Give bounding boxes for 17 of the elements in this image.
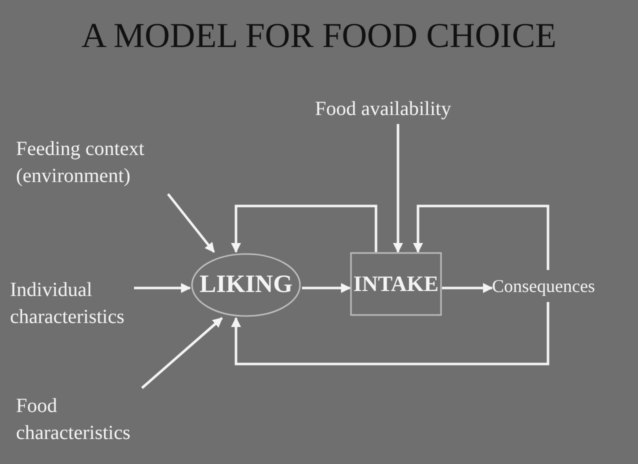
outcome-label: Consequences [492,274,595,298]
arrow [413,204,550,270]
source-label: Food availability [315,96,452,122]
arrow [231,204,378,253]
arrow [134,283,191,293]
node-label: INTAKE [353,270,439,298]
source-label: Feeding context (environment) [16,137,146,189]
arrow [393,124,403,253]
arrow [231,302,550,366]
node-label: LIKING [199,270,293,300]
arrow [141,317,223,389]
title: A MODEL FOR FOOD CHOICE [80,15,558,57]
arrow [167,193,215,253]
source-label: Individual characteristics [10,278,126,330]
arrow [302,283,351,293]
arrow [442,283,493,293]
source-label: Food characteristics [16,394,132,446]
